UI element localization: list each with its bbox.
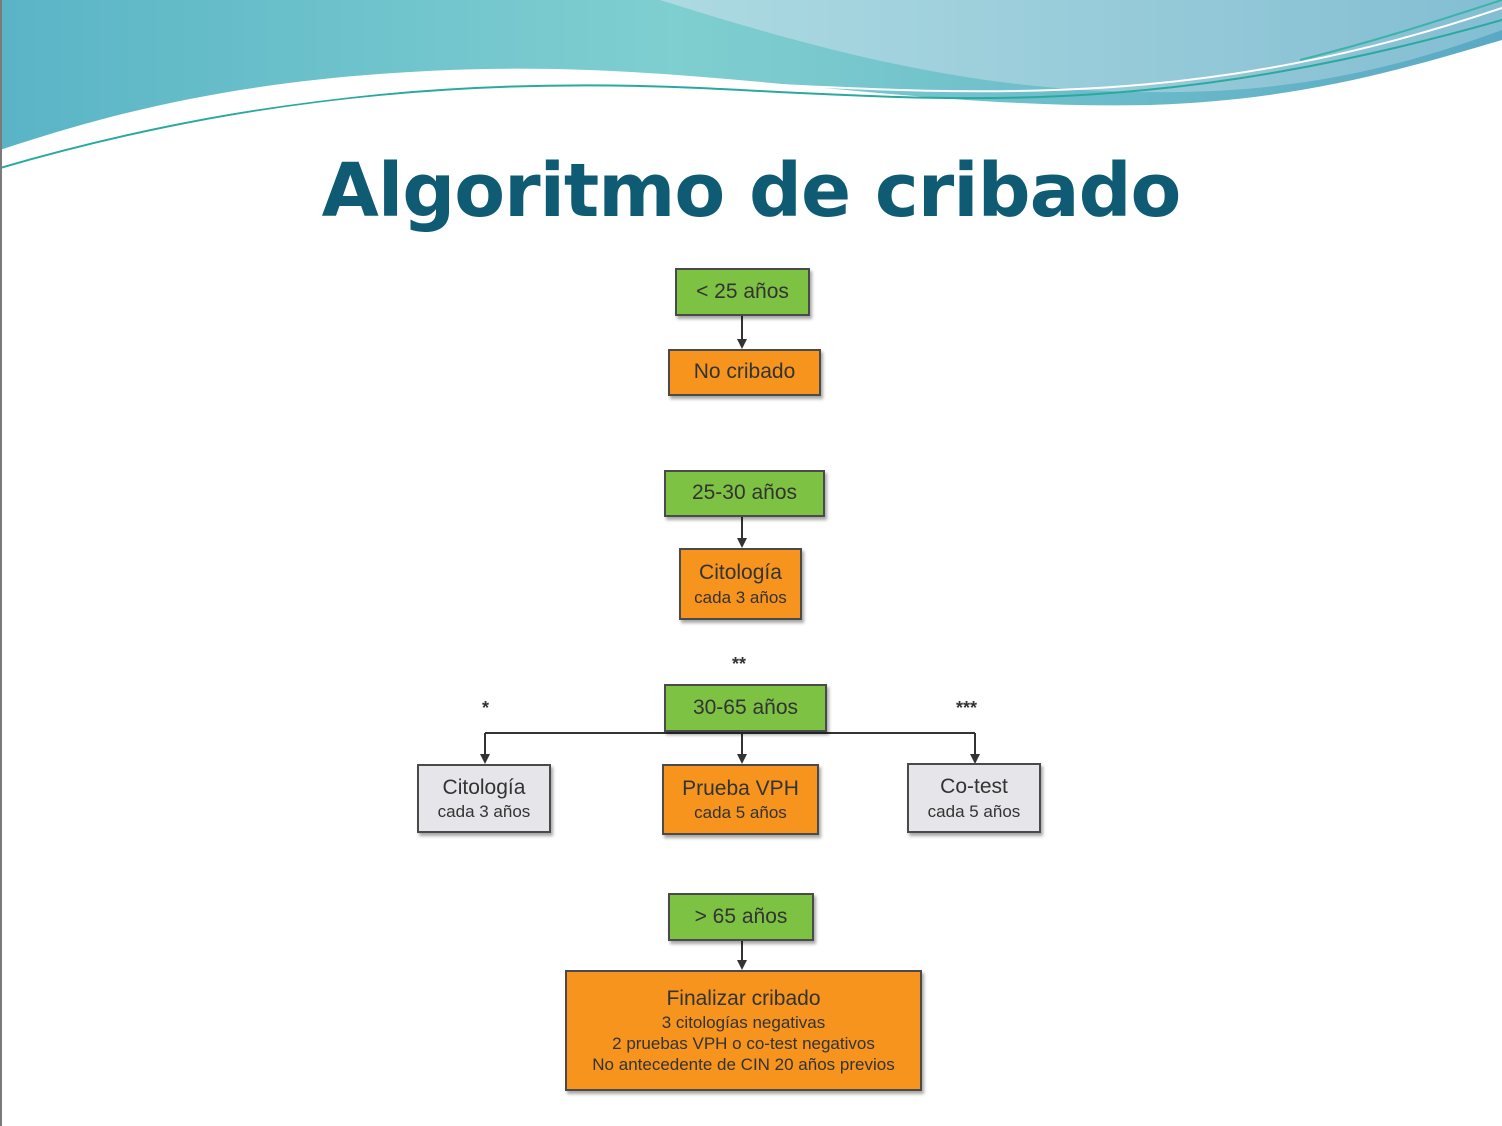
node-cotest-interval: cada 5 años — [927, 801, 1021, 821]
node-cytology-30-65-interval: cada 3 años — [437, 802, 531, 821]
node-cytology-30-65-label: Citología — [442, 775, 526, 799]
node-end-screening-condition-2: 2 pruebas VPH o co-test negativos — [612, 1034, 875, 1053]
node-end-screening: Finalizar cribado 3 citologías negativas… — [565, 970, 922, 1091]
node-hpv-test-interval: cada 5 años — [694, 803, 787, 822]
node-end-screening-condition-1: 3 citologías negativas — [661, 1012, 826, 1032]
node-cytology-25-30-label: Citología — [699, 561, 782, 585]
node-hpv-test-label: Prueba VPH — [682, 776, 799, 800]
node-no-screening-label: No cribado — [693, 360, 796, 384]
marker-center: ** — [732, 654, 747, 674]
node-30-65: 30-65 años — [664, 684, 827, 732]
left-border-line — [0, 0, 2, 1126]
node-under-25: < 25 años — [675, 268, 810, 316]
node-25-30: 25-30 años — [664, 470, 825, 517]
marker-right: *** — [956, 698, 978, 718]
slide-title: Algoritmo de cribado — [321, 148, 1182, 234]
node-end-screening-label: Finalizar cribado — [666, 986, 821, 1010]
node-cytology-25-30-interval: cada 3 años — [694, 587, 787, 607]
node-25-30-label: 25-30 años — [691, 481, 798, 505]
node-no-screening: No cribado — [668, 349, 821, 396]
node-over-65-label: > 65 años — [694, 904, 788, 928]
node-30-65-label: 30-65 años — [692, 695, 799, 719]
node-hpv-test: Prueba VPH cada 5 años — [662, 764, 819, 835]
marker-left: * — [482, 698, 490, 718]
node-cotest: Co-test cada 5 años — [907, 763, 1041, 833]
node-cytology-25-30: Citología cada 3 años — [679, 548, 802, 620]
node-end-screening-condition-3: No antecedente de CIN 20 años previos — [592, 1055, 895, 1075]
node-cotest-label: Co-test — [940, 775, 1008, 799]
node-under-25-label: < 25 años — [696, 279, 789, 303]
node-cytology-30-65: Citología cada 3 años — [417, 764, 551, 833]
header-wave-banner — [0, 0, 1502, 169]
node-over-65: > 65 años — [668, 893, 814, 941]
